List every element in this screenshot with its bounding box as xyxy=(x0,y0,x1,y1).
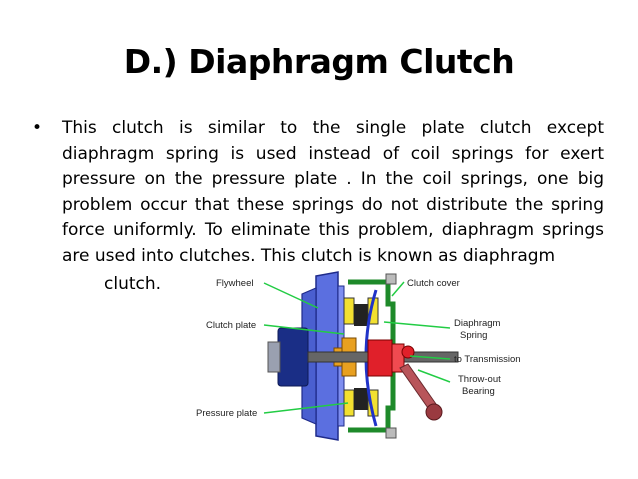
bullet-text: This clutch is similar to the single pla… xyxy=(62,118,604,266)
label-clutch-cover: Clutch cover xyxy=(407,278,460,289)
slide-title: D.) Diaphragm Clutch xyxy=(123,42,515,81)
throw-out-bearing-shape xyxy=(367,339,415,377)
label-diaphragm: Diaphragm xyxy=(454,318,501,329)
diaphragm-clutch-diagram: Flywheel Clutch cover Clutch plate Diaph… xyxy=(196,271,521,441)
label-pressure-plate: Pressure plate xyxy=(196,408,257,419)
bullet-continuation: clutch. xyxy=(104,274,162,294)
label-spring: Spring xyxy=(460,330,487,341)
label-to-transmission: to Transmission xyxy=(454,354,521,365)
leader-lines xyxy=(263,281,451,414)
label-flywheel: Flywheel xyxy=(216,278,254,289)
bullet-marker: • xyxy=(32,118,43,138)
label-bearing: Bearing xyxy=(462,386,495,397)
label-clutch-plate: Clutch plate xyxy=(206,320,256,331)
release-fork-shape xyxy=(399,363,443,421)
bullet-paragraph: • This clutch is similar to the single p… xyxy=(32,116,604,269)
crankshaft-shape xyxy=(267,327,309,387)
label-throw-out: Throw-out xyxy=(458,374,501,385)
